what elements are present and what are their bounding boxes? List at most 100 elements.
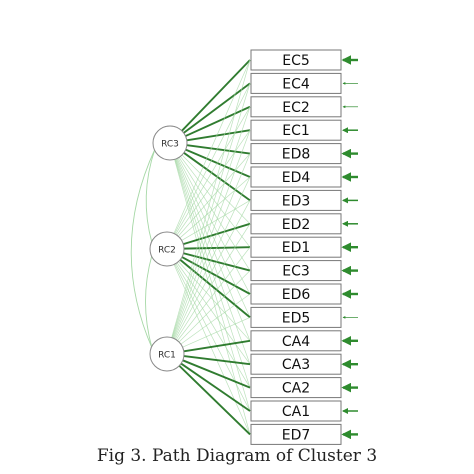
covariance-rc2-rc1 — [145, 254, 153, 349]
loading-path-rc2-ed8 — [177, 153, 251, 237]
loading-path-rc3-ed4 — [185, 148, 251, 178]
loading-path-rc1-ec1 — [172, 130, 251, 339]
loading-path-rc1-ec5 — [171, 59, 251, 338]
loading-path-rc1-ed2 — [175, 223, 251, 340]
indicator-box — [250, 189, 342, 211]
loading-path-rc3-ec4 — [183, 82, 251, 134]
indicator-label: EC1 — [282, 123, 310, 139]
indicator-box — [250, 72, 342, 94]
indicator-label: ED8 — [282, 147, 311, 163]
loading-path-rc2-ec2 — [175, 106, 251, 235]
indicator-box — [250, 49, 342, 71]
covariance-rc3-rc2 — [145, 148, 156, 244]
indicator-box — [250, 143, 342, 165]
loading-path-rc3-ec5 — [181, 59, 251, 132]
factor-label: RC2 — [158, 246, 176, 256]
indicator-box — [250, 119, 342, 141]
loading-path-rc2-ca4 — [178, 261, 251, 342]
loading-path-rc3-ed6 — [177, 157, 251, 295]
factor-circle — [152, 125, 188, 161]
indicator-label: EC4 — [282, 76, 310, 92]
loading-path-rc2-ed6 — [181, 256, 251, 295]
indicator-ed2: ED2 — [250, 213, 342, 235]
loading-path-rc1-ec4 — [171, 83, 251, 338]
indicator-ed3: ED3 — [250, 189, 342, 211]
loading-path-rc1-ed8 — [173, 153, 251, 339]
indicator-label: ED7 — [282, 427, 311, 443]
indicator-ed8: ED8 — [250, 143, 342, 165]
factor-label: RC1 — [158, 351, 176, 361]
indicator-label: ED5 — [282, 310, 311, 326]
indicator-ed7: ED7 — [250, 423, 342, 445]
indicator-label: CA3 — [282, 357, 310, 373]
indicator-box — [250, 306, 342, 328]
loading-path-rc3-ed2 — [181, 154, 251, 225]
loading-path-rc2-ed5 — [179, 259, 251, 319]
indicator-box — [250, 330, 342, 352]
indicator-box — [250, 400, 342, 422]
loading-path-rc3-ed7 — [174, 159, 251, 435]
indicator-label: CA1 — [282, 404, 310, 420]
loading-path-rc2-ed3 — [181, 200, 251, 241]
loading-path-rc2-ec1 — [176, 129, 251, 236]
factor-rc1: RC1 — [149, 336, 185, 372]
loading-path-rc1-ed4 — [173, 176, 251, 339]
loading-path-rc1-ed7 — [178, 365, 251, 436]
loading-path-rc1-ca2 — [182, 359, 251, 389]
indicator-ec3: EC3 — [250, 260, 342, 282]
loading-path-rc1-ec2 — [172, 106, 251, 339]
indicator-nodes: EC5EC4EC2EC1ED8ED4ED3ED2ED1EC3ED6ED5CA4C… — [250, 49, 342, 445]
loading-path-rc3-ed1 — [180, 156, 251, 248]
loading-path-rc2-ed7 — [173, 264, 251, 435]
indicator-ca2: CA2 — [250, 377, 342, 399]
indicator-label: ED2 — [282, 217, 311, 233]
indicator-label: ED4 — [282, 170, 311, 186]
indicator-label: ED1 — [282, 240, 311, 256]
loading-path-rc3-ec1 — [186, 129, 251, 142]
indicator-label: CA4 — [282, 334, 310, 350]
loading-path-rc1-ca4 — [183, 339, 251, 353]
covariance-rc3-rc1 — [130, 148, 156, 349]
indicator-box — [250, 283, 342, 305]
indicator-ed1: ED1 — [250, 236, 342, 258]
indicator-ed5: ED5 — [250, 306, 342, 328]
indicator-ec5: EC5 — [250, 49, 342, 71]
loading-path-rc1-ed3 — [174, 200, 251, 340]
indicator-box — [250, 236, 342, 258]
indicator-ca3: CA3 — [250, 353, 342, 375]
indicator-ed4: ED4 — [250, 166, 342, 188]
indicator-box — [250, 166, 342, 188]
loading-path-rc1-ed5 — [182, 317, 251, 348]
indicator-ec1: EC1 — [250, 119, 342, 141]
indicator-ec2: EC2 — [250, 96, 342, 118]
loading-path-rc2-ec4 — [174, 83, 251, 234]
factor-rc3: RC3 — [152, 125, 188, 161]
loading-path-rc3-ec2 — [185, 105, 251, 137]
loading-path-rc3-ed5 — [176, 158, 251, 318]
factor-circle — [149, 336, 185, 372]
factor-label: RC3 — [161, 140, 179, 150]
loading-path-rc3-ca1 — [174, 159, 251, 412]
indicator-ca4: CA4 — [250, 330, 342, 352]
indicator-label: EC2 — [282, 100, 310, 116]
loading-path-rc2-ec5 — [173, 59, 251, 234]
indicator-label: ED3 — [282, 193, 311, 209]
indicator-ec4: EC4 — [250, 72, 342, 94]
indicator-label: CA2 — [282, 381, 310, 397]
indicator-label: EC5 — [282, 53, 310, 69]
indicator-ed6: ED6 — [250, 283, 342, 305]
loading-path-rc1-ec3 — [178, 270, 251, 343]
indicator-box — [250, 260, 342, 282]
loading-path-rc1-ed6 — [180, 293, 251, 345]
indicator-box — [250, 423, 342, 445]
residual-arrows — [341, 55, 358, 440]
loading-path-rc1-ca3 — [183, 355, 251, 366]
indicator-label: EC3 — [282, 264, 310, 280]
loading-path-rc3-ed8 — [186, 144, 251, 155]
loading-paths — [171, 59, 251, 436]
loading-path-rc2-ca3 — [176, 262, 251, 365]
indicator-ca1: CA1 — [250, 400, 342, 422]
indicator-label: ED6 — [282, 287, 311, 303]
